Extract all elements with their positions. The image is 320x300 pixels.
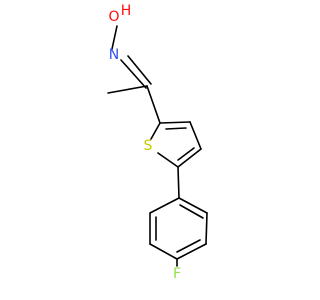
bond-c-thiophene bbox=[146, 85, 161, 124]
bond-c5-s bbox=[157, 152, 179, 168]
bond-o-n bbox=[111, 25, 118, 50]
bonds bbox=[107, 25, 208, 267]
bond-c3-c4 bbox=[189, 121, 202, 150]
bond-c4-c5-inner bbox=[177, 147, 195, 161]
bond-c-methyl bbox=[107, 85, 148, 94]
molecule-structure: H O N S F bbox=[107, 3, 208, 282]
bond-thiophene-phenyl bbox=[177, 166, 180, 199]
atom-oxygen: O bbox=[108, 9, 119, 25]
atom-labels: H O N S F bbox=[108, 3, 181, 282]
bond-ph4-ph5-inner bbox=[176, 239, 201, 253]
bond-ph1-ph2 bbox=[149, 197, 180, 214]
bond-ph3-ph4 bbox=[149, 243, 178, 260]
bond-ph1-ph6-inner bbox=[179, 204, 204, 219]
bond-n-c-double-b bbox=[127, 55, 152, 85]
bond-c2-c3 bbox=[159, 121, 191, 124]
atom-fluorine: F bbox=[173, 266, 181, 282]
atom-sulfur: S bbox=[144, 138, 153, 154]
bond-n-c-double-a bbox=[120, 59, 147, 89]
bond-c2-c3-inner bbox=[165, 127, 187, 130]
atom-hydrogen: H bbox=[121, 3, 132, 19]
bond-ph1-ph6 bbox=[178, 197, 208, 214]
molecule-canvas: H O N S F bbox=[107, 3, 208, 282]
bond-c4-c5 bbox=[177, 148, 202, 168]
bond-ph5-ph6 bbox=[205, 212, 208, 245]
bond-ph4-ph5 bbox=[176, 243, 207, 260]
atom-nitrogen: N bbox=[109, 47, 119, 63]
bond-s-c2 bbox=[150, 122, 161, 140]
